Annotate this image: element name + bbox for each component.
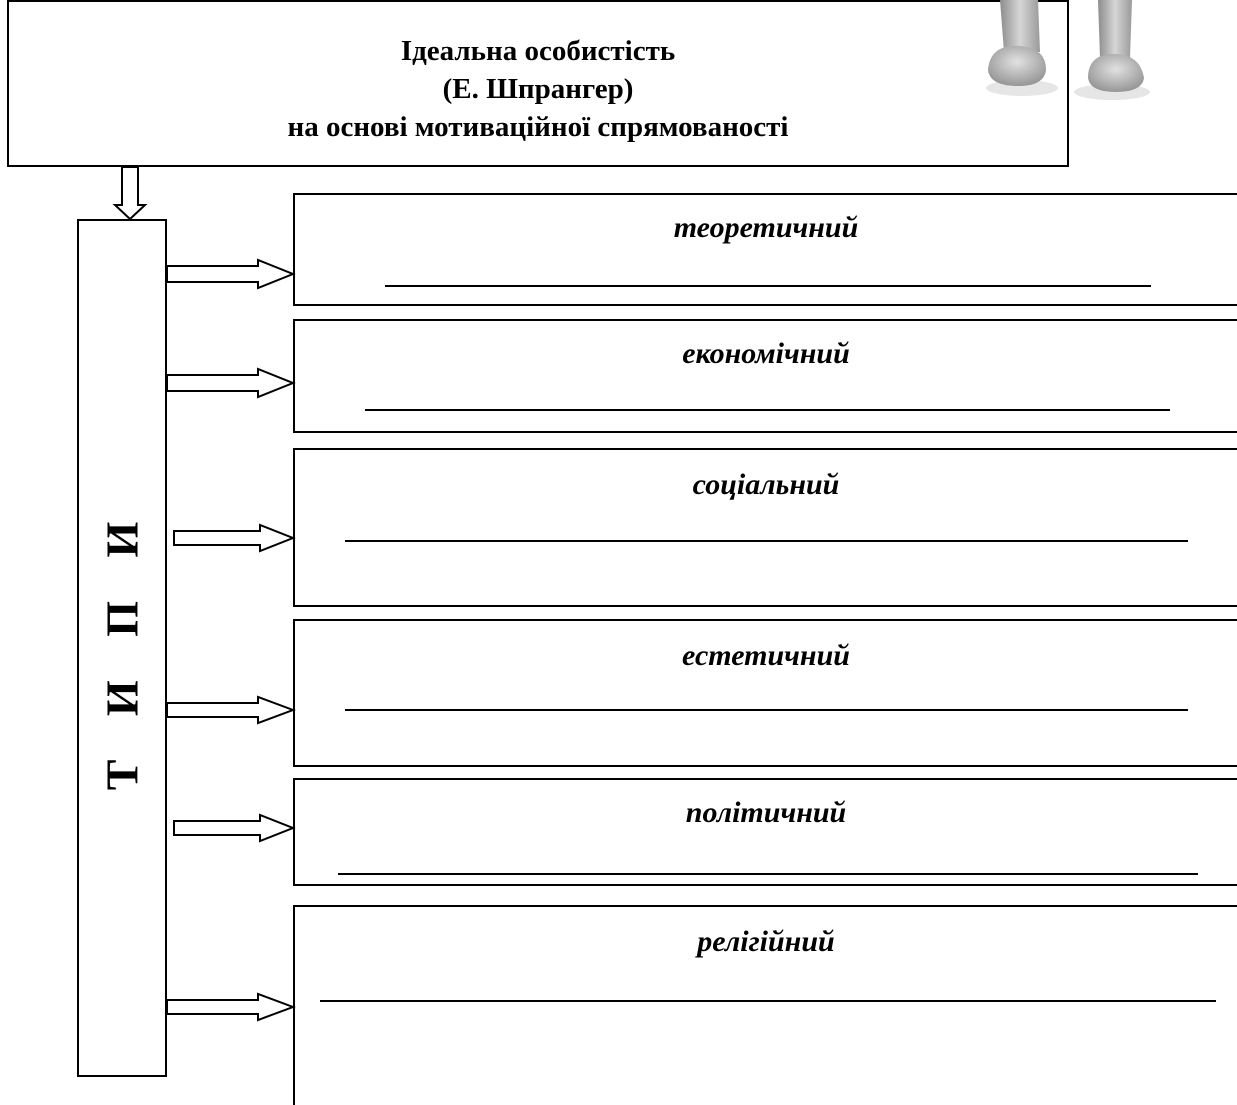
answer-line	[345, 540, 1188, 542]
type-name-social: соціальний	[692, 468, 840, 501]
arrow-to-political	[173, 813, 296, 843]
type-name-theoretical: теоретичний	[673, 211, 859, 244]
answer-line	[338, 873, 1198, 875]
answer-line	[320, 1000, 1216, 1002]
type-name-political: політичний	[685, 796, 847, 829]
type-box-political: політичний	[293, 778, 1237, 886]
answer-line	[365, 409, 1170, 411]
title-line-1: Ідеальна особистість	[400, 35, 676, 67]
type-box-economic: економічний	[293, 319, 1237, 433]
arrow-to-religious	[166, 992, 296, 1022]
types-box: Т И П И	[77, 219, 167, 1077]
title-box: Ідеальна особистість (Е. Шпрангер) на ос…	[7, 0, 1069, 167]
arrow-down-title-to-types	[112, 166, 148, 221]
arrow-to-theoretical	[166, 258, 296, 290]
type-box-social: соціальний	[293, 448, 1237, 607]
figure-feet-illustration	[986, 0, 1150, 100]
type-name-religious: релігійний	[697, 925, 835, 958]
arrow-to-social	[173, 523, 296, 553]
answer-line	[385, 285, 1151, 287]
title-line-2: (Е. Шпрангер)	[442, 73, 634, 105]
diagram-title: Ідеальна особистість (Е. Шпрангер) на ос…	[9, 32, 1067, 146]
type-box-aesthetic: естетичний	[293, 619, 1237, 767]
type-box-theoretical: теоретичний	[293, 193, 1237, 306]
answer-line	[345, 709, 1188, 711]
type-box-religious: релігійний	[293, 905, 1237, 1105]
type-name-aesthetic: естетичний	[682, 639, 850, 672]
arrow-to-economic	[166, 367, 296, 399]
arrow-to-aesthetic	[166, 695, 296, 725]
type-name-economic: економічний	[682, 337, 850, 370]
title-line-3: на основі мотиваційної спрямованості	[287, 111, 789, 143]
